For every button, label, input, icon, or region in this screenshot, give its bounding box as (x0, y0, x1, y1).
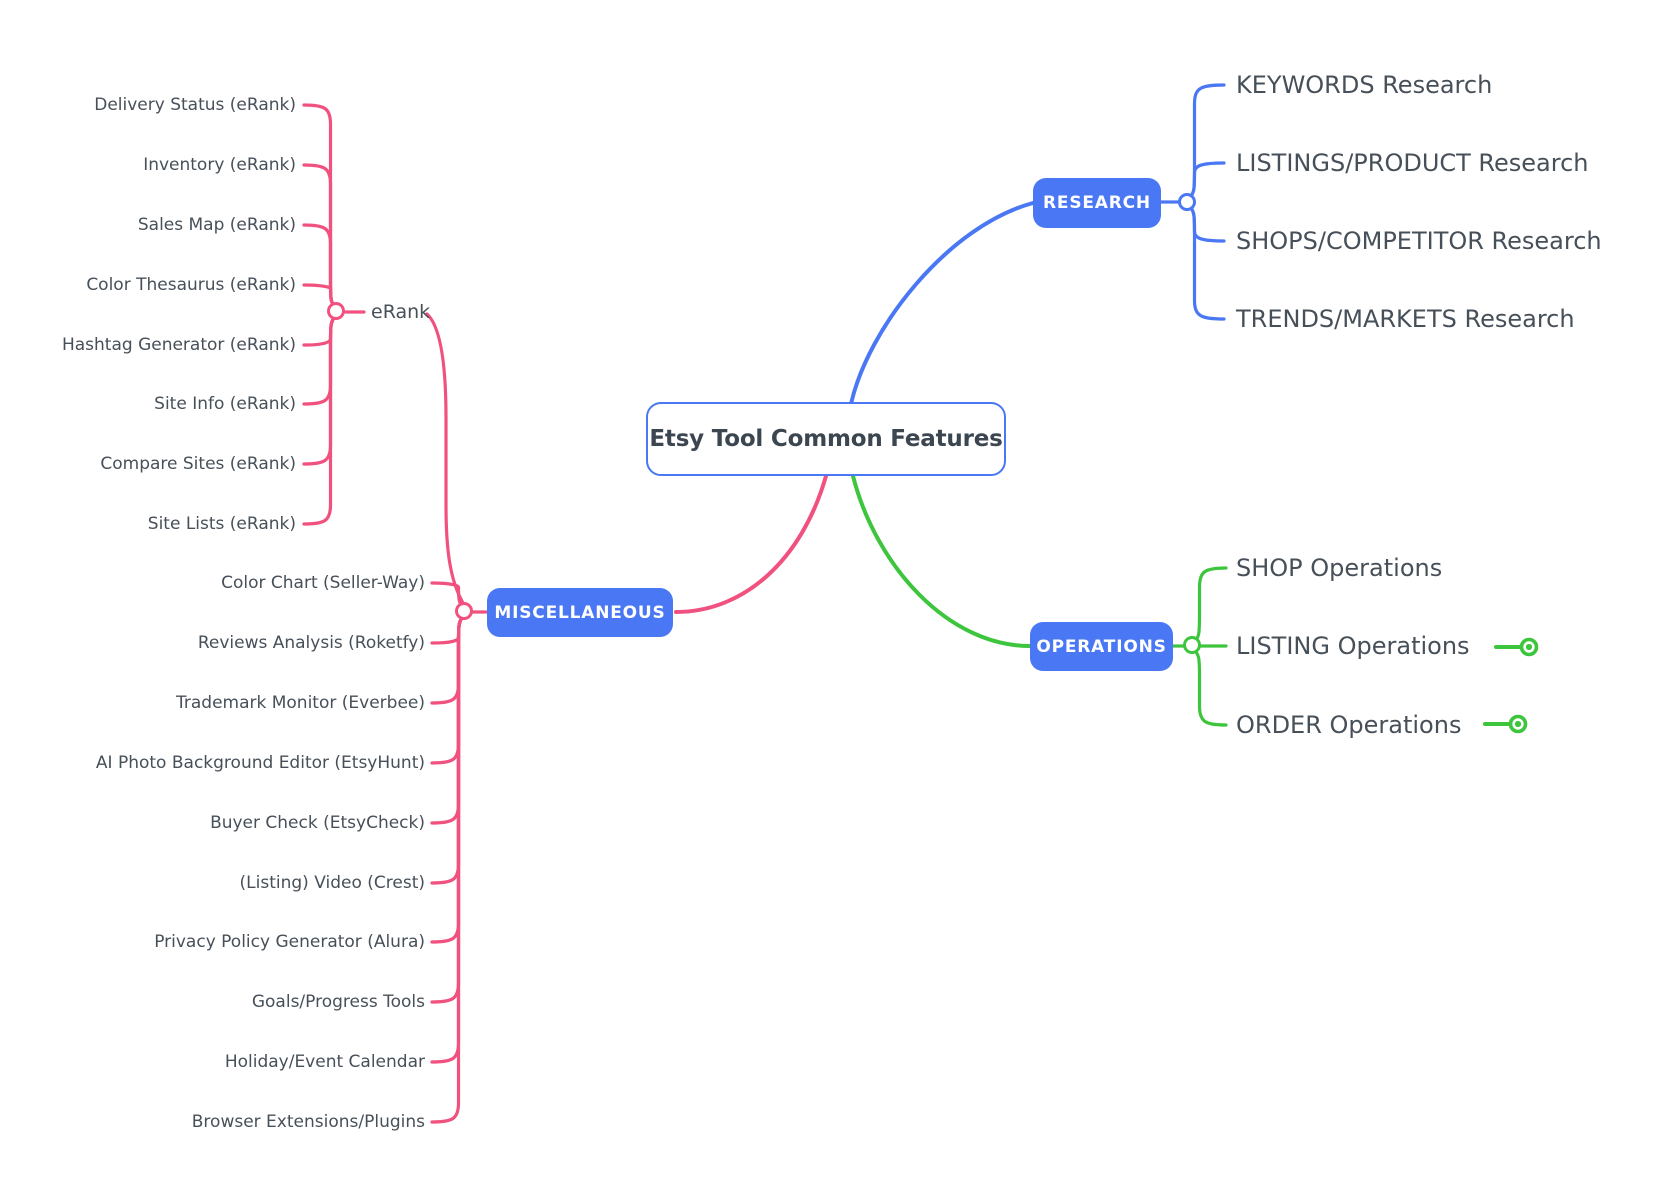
branch-connector-dot[interactable] (1178, 193, 1196, 211)
node-shop-operations[interactable]: SHOP Operations (1236, 554, 1443, 582)
node-trends-markets-research[interactable]: TRENDS/MARKETS Research (1236, 305, 1575, 333)
node-color-chart[interactable]: Color Chart (Seller-Way) (221, 573, 425, 593)
node-sales-map[interactable]: Sales Map (eRank) (137, 215, 296, 235)
branch-connector-dot[interactable] (1183, 636, 1201, 654)
node-buyer-check[interactable]: Buyer Check (EtsyCheck) (210, 813, 425, 833)
node-order-operations[interactable]: ORDER Operations (1236, 711, 1462, 739)
node-privacy-policy[interactable]: Privacy Policy Generator (Alura) (154, 932, 425, 952)
node-site-info[interactable]: Site Info (eRank) (154, 394, 296, 414)
branch-node-miscellaneous[interactable]: MISCELLANEOUS (487, 588, 673, 637)
node-compare-sites[interactable]: Compare Sites (eRank) (100, 454, 296, 474)
node-hashtag-generator[interactable]: Hashtag Generator (eRank) (61, 335, 296, 355)
node-listing-video[interactable]: (Listing) Video (Crest) (239, 873, 425, 893)
root-node-label: Etsy Tool Common Features (649, 426, 1003, 452)
branch-node-operations[interactable]: OPERATIONS (1030, 622, 1173, 671)
branch-connector-dot[interactable] (327, 302, 345, 320)
node-site-lists[interactable]: Site Lists (eRank) (147, 514, 296, 534)
node-keywords-research[interactable]: KEYWORDS Research (1236, 71, 1493, 99)
branch-node-research-label: RESEARCH (1043, 193, 1151, 213)
node-delivery-status[interactable]: Delivery Status (eRank) (94, 95, 296, 115)
node-reviews-analysis[interactable]: Reviews Analysis (Roketfy) (197, 633, 425, 653)
branch-node-miscellaneous-label: MISCELLANEOUS (494, 602, 666, 623)
node-shops-competitor-research[interactable]: SHOPS/COMPETITOR Research (1236, 227, 1602, 255)
node-ai-photo-editor[interactable]: AI Photo Background Editor (EtsyHunt) (95, 753, 425, 773)
node-browser-extensions[interactable]: Browser Extensions/Plugins (191, 1112, 425, 1132)
node-color-thesaurus[interactable]: Color Thesaurus (eRank) (86, 275, 296, 295)
collapsed-branch-icon[interactable] (1494, 636, 1540, 658)
node-holiday-calendar[interactable]: Holiday/Event Calendar (224, 1052, 425, 1072)
branch-node-operations-label: OPERATIONS (1036, 636, 1167, 657)
node-listings-product-research[interactable]: LISTINGS/PRODUCT Research (1236, 149, 1589, 177)
collapsed-branch-icon[interactable] (1483, 713, 1529, 735)
node-trademark-monitor[interactable]: Trademark Monitor (Everbee) (175, 693, 425, 713)
node-listing-operations[interactable]: LISTING Operations (1236, 632, 1470, 660)
root-node[interactable]: Etsy Tool Common Features (646, 402, 1006, 476)
branch-node-research[interactable]: RESEARCH (1033, 178, 1161, 228)
branch-connector-dot[interactable] (455, 602, 473, 620)
node-inventory[interactable]: Inventory (eRank) (143, 155, 296, 175)
node-goals-progress[interactable]: Goals/Progress Tools (251, 992, 425, 1012)
node-erank[interactable]: eRank (371, 301, 431, 323)
